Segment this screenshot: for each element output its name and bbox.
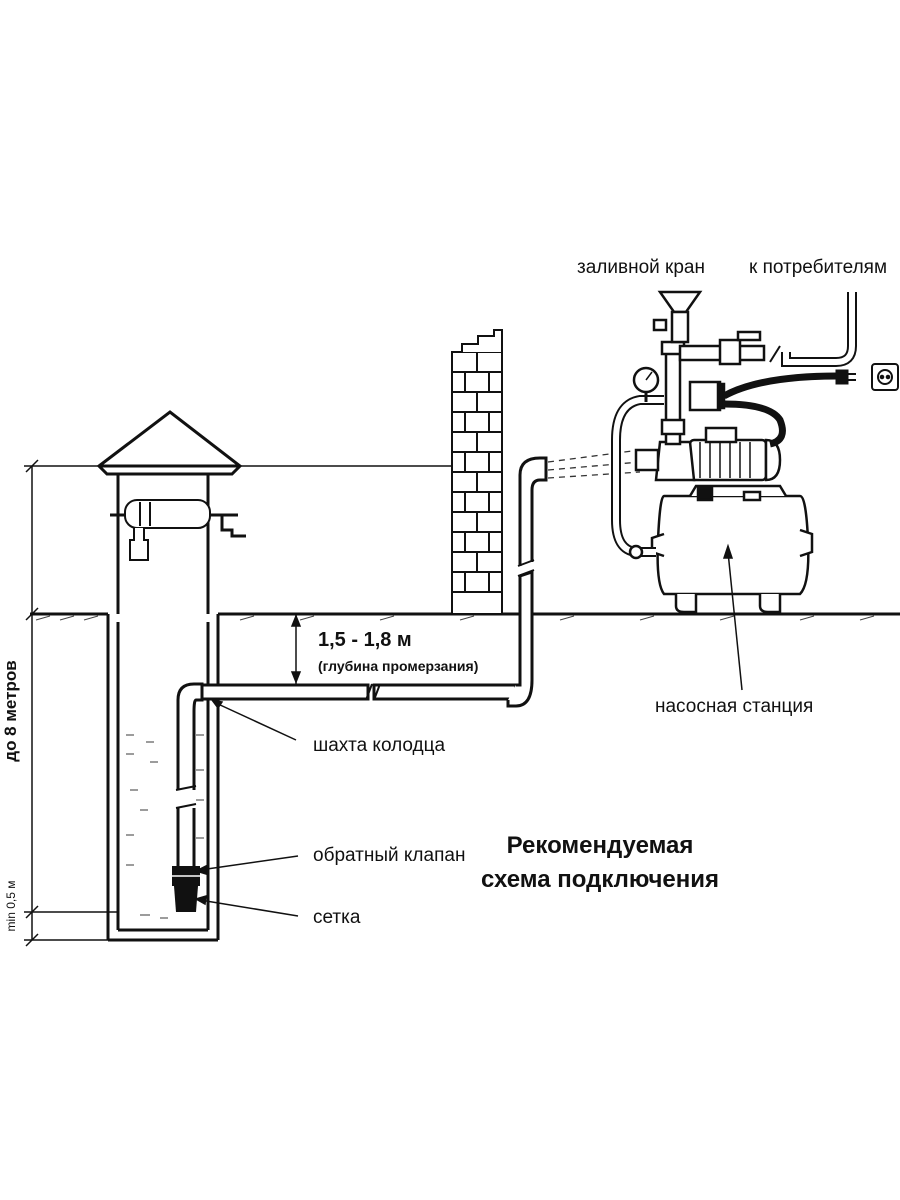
to-consumers-label: к потребителям xyxy=(749,257,888,278)
well-shaft-label: шахта колодца xyxy=(313,735,446,756)
pipe-connection-dashes xyxy=(547,449,641,479)
diagram-title-line1: Рекомендуемая xyxy=(506,832,694,859)
freezing-depth-note: (глубина промерзания) xyxy=(318,658,479,674)
fill-funnel-icon xyxy=(657,290,703,314)
pump-station xyxy=(611,290,857,614)
freezing-depth-value: 1,5 - 1,8 м xyxy=(318,629,412,651)
check-valve-icon xyxy=(172,866,200,886)
well-shaft xyxy=(106,470,220,942)
strainer-label: сетка xyxy=(313,907,361,928)
min-depth-label: min 0,5 м xyxy=(4,880,18,932)
pressure-tank xyxy=(656,494,810,596)
dimension-lines xyxy=(24,459,452,947)
well-roof xyxy=(96,410,243,476)
ground-hatching xyxy=(35,615,875,621)
check-valve-label: обратный клапан xyxy=(313,845,466,866)
strainer-icon xyxy=(174,886,198,912)
riser-pipe xyxy=(506,456,548,708)
well-windlass xyxy=(110,499,246,561)
pump-station-label: насосная станция xyxy=(655,696,814,717)
freezing-depth-arrow xyxy=(290,613,302,685)
well-depth-label: до 8 метров xyxy=(1,660,20,762)
socket-icon xyxy=(871,363,899,391)
power-cable xyxy=(722,369,856,448)
pump-motor xyxy=(688,438,768,482)
leader-lines xyxy=(193,543,743,917)
diagram-title-line2: схема подключения xyxy=(480,866,719,893)
horizontal-pipe xyxy=(200,683,518,701)
fill-valve-label: заливной кран xyxy=(577,257,705,278)
suction-pipe xyxy=(175,682,204,870)
brick-wall xyxy=(451,329,503,615)
